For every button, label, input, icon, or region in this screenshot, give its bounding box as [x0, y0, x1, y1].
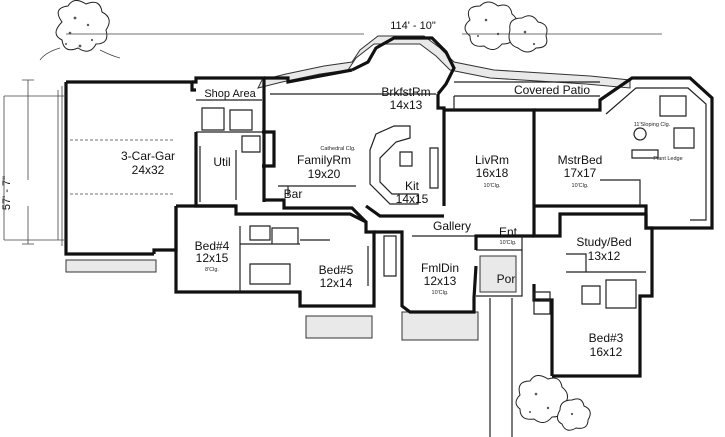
room-labels: 3-Car-Gar 24x32 Shop Area Util Cathedral… — [121, 83, 683, 359]
bed4-name: Bed#4 — [195, 239, 230, 253]
overall-depth-dimension: 57' - 7" — [1, 176, 13, 210]
bed3-size: 16x12 — [590, 345, 623, 359]
fmldin-name: FmlDin — [421, 261, 459, 275]
tree-bottom-right — [515, 375, 591, 431]
sloping-note: 11'Sloping Clg. — [634, 122, 671, 128]
study-bed3 — [532, 206, 654, 378]
fmldin-note: 10'Clg. — [432, 290, 449, 296]
tree-top-right — [464, 1, 548, 53]
tree-top-left — [39, 0, 121, 61]
mstr-note: 10'Clg. — [572, 183, 589, 189]
overall-width-dimension: 114' - 10" — [390, 20, 436, 32]
patio-name: Covered Patio — [514, 83, 590, 97]
por-name: Por — [497, 272, 516, 286]
bed5-size: 12x14 — [320, 276, 353, 290]
ent-note: 10'Clg. — [500, 240, 517, 246]
garage-size: 24x32 — [132, 163, 165, 177]
liv-size: 16x18 — [476, 166, 509, 180]
ent-name: Ent — [499, 225, 518, 239]
planting-bed-por — [479, 255, 517, 293]
family-name: FamilyRm — [297, 153, 351, 167]
util-name: Util — [213, 155, 230, 169]
brkfst-size: 14x13 — [390, 98, 423, 112]
breakfast-kitchen — [351, 36, 456, 218]
garage-name: 3-Car-Gar — [121, 149, 175, 163]
patio-outline — [454, 81, 600, 97]
liv-note: 10'Clg. — [484, 183, 501, 189]
kit-name: Kit — [405, 179, 420, 193]
family-size: 19x20 — [308, 167, 341, 181]
dimension-lines — [22, 33, 662, 245]
planting-bed-fmldin — [401, 311, 479, 341]
plant-note: Plant Ledge — [653, 156, 682, 162]
bed4-note: 8'Clg. — [205, 267, 219, 273]
bed5-name: Bed#5 — [319, 263, 354, 277]
living-room — [444, 96, 536, 206]
bed5-room — [298, 212, 376, 308]
gallery-dining — [374, 230, 534, 314]
mstr-name: MstrBed — [558, 153, 603, 167]
planting-bed-bed4 — [65, 259, 157, 273]
garage — [3, 80, 196, 256]
fmldin-size: 12x13 — [424, 274, 457, 288]
liv-name: LivRm — [475, 153, 509, 167]
kit-size: 14x15 — [396, 192, 429, 206]
family-note: Cathedral Clg. — [320, 146, 356, 152]
brkfst-name: BrkfstRm — [381, 85, 430, 99]
bed3-name: Bed#3 — [589, 331, 624, 345]
family-room — [262, 68, 368, 224]
study-name: Study/Bed — [576, 235, 631, 249]
entry-porch — [476, 236, 523, 297]
planting-bed-bed5 — [305, 315, 373, 339]
planting-bed-top — [257, 35, 631, 89]
bed4-size: 12x15 — [196, 251, 229, 265]
study-size: 13x12 — [588, 249, 621, 263]
mstr-size: 17x17 — [564, 166, 597, 180]
gallery-name: Gallery — [433, 219, 471, 233]
walkway — [489, 298, 513, 437]
shop-name: Shop Area — [204, 88, 256, 100]
bed4-wing — [174, 204, 302, 300]
bar-name: Bar — [284, 187, 303, 201]
